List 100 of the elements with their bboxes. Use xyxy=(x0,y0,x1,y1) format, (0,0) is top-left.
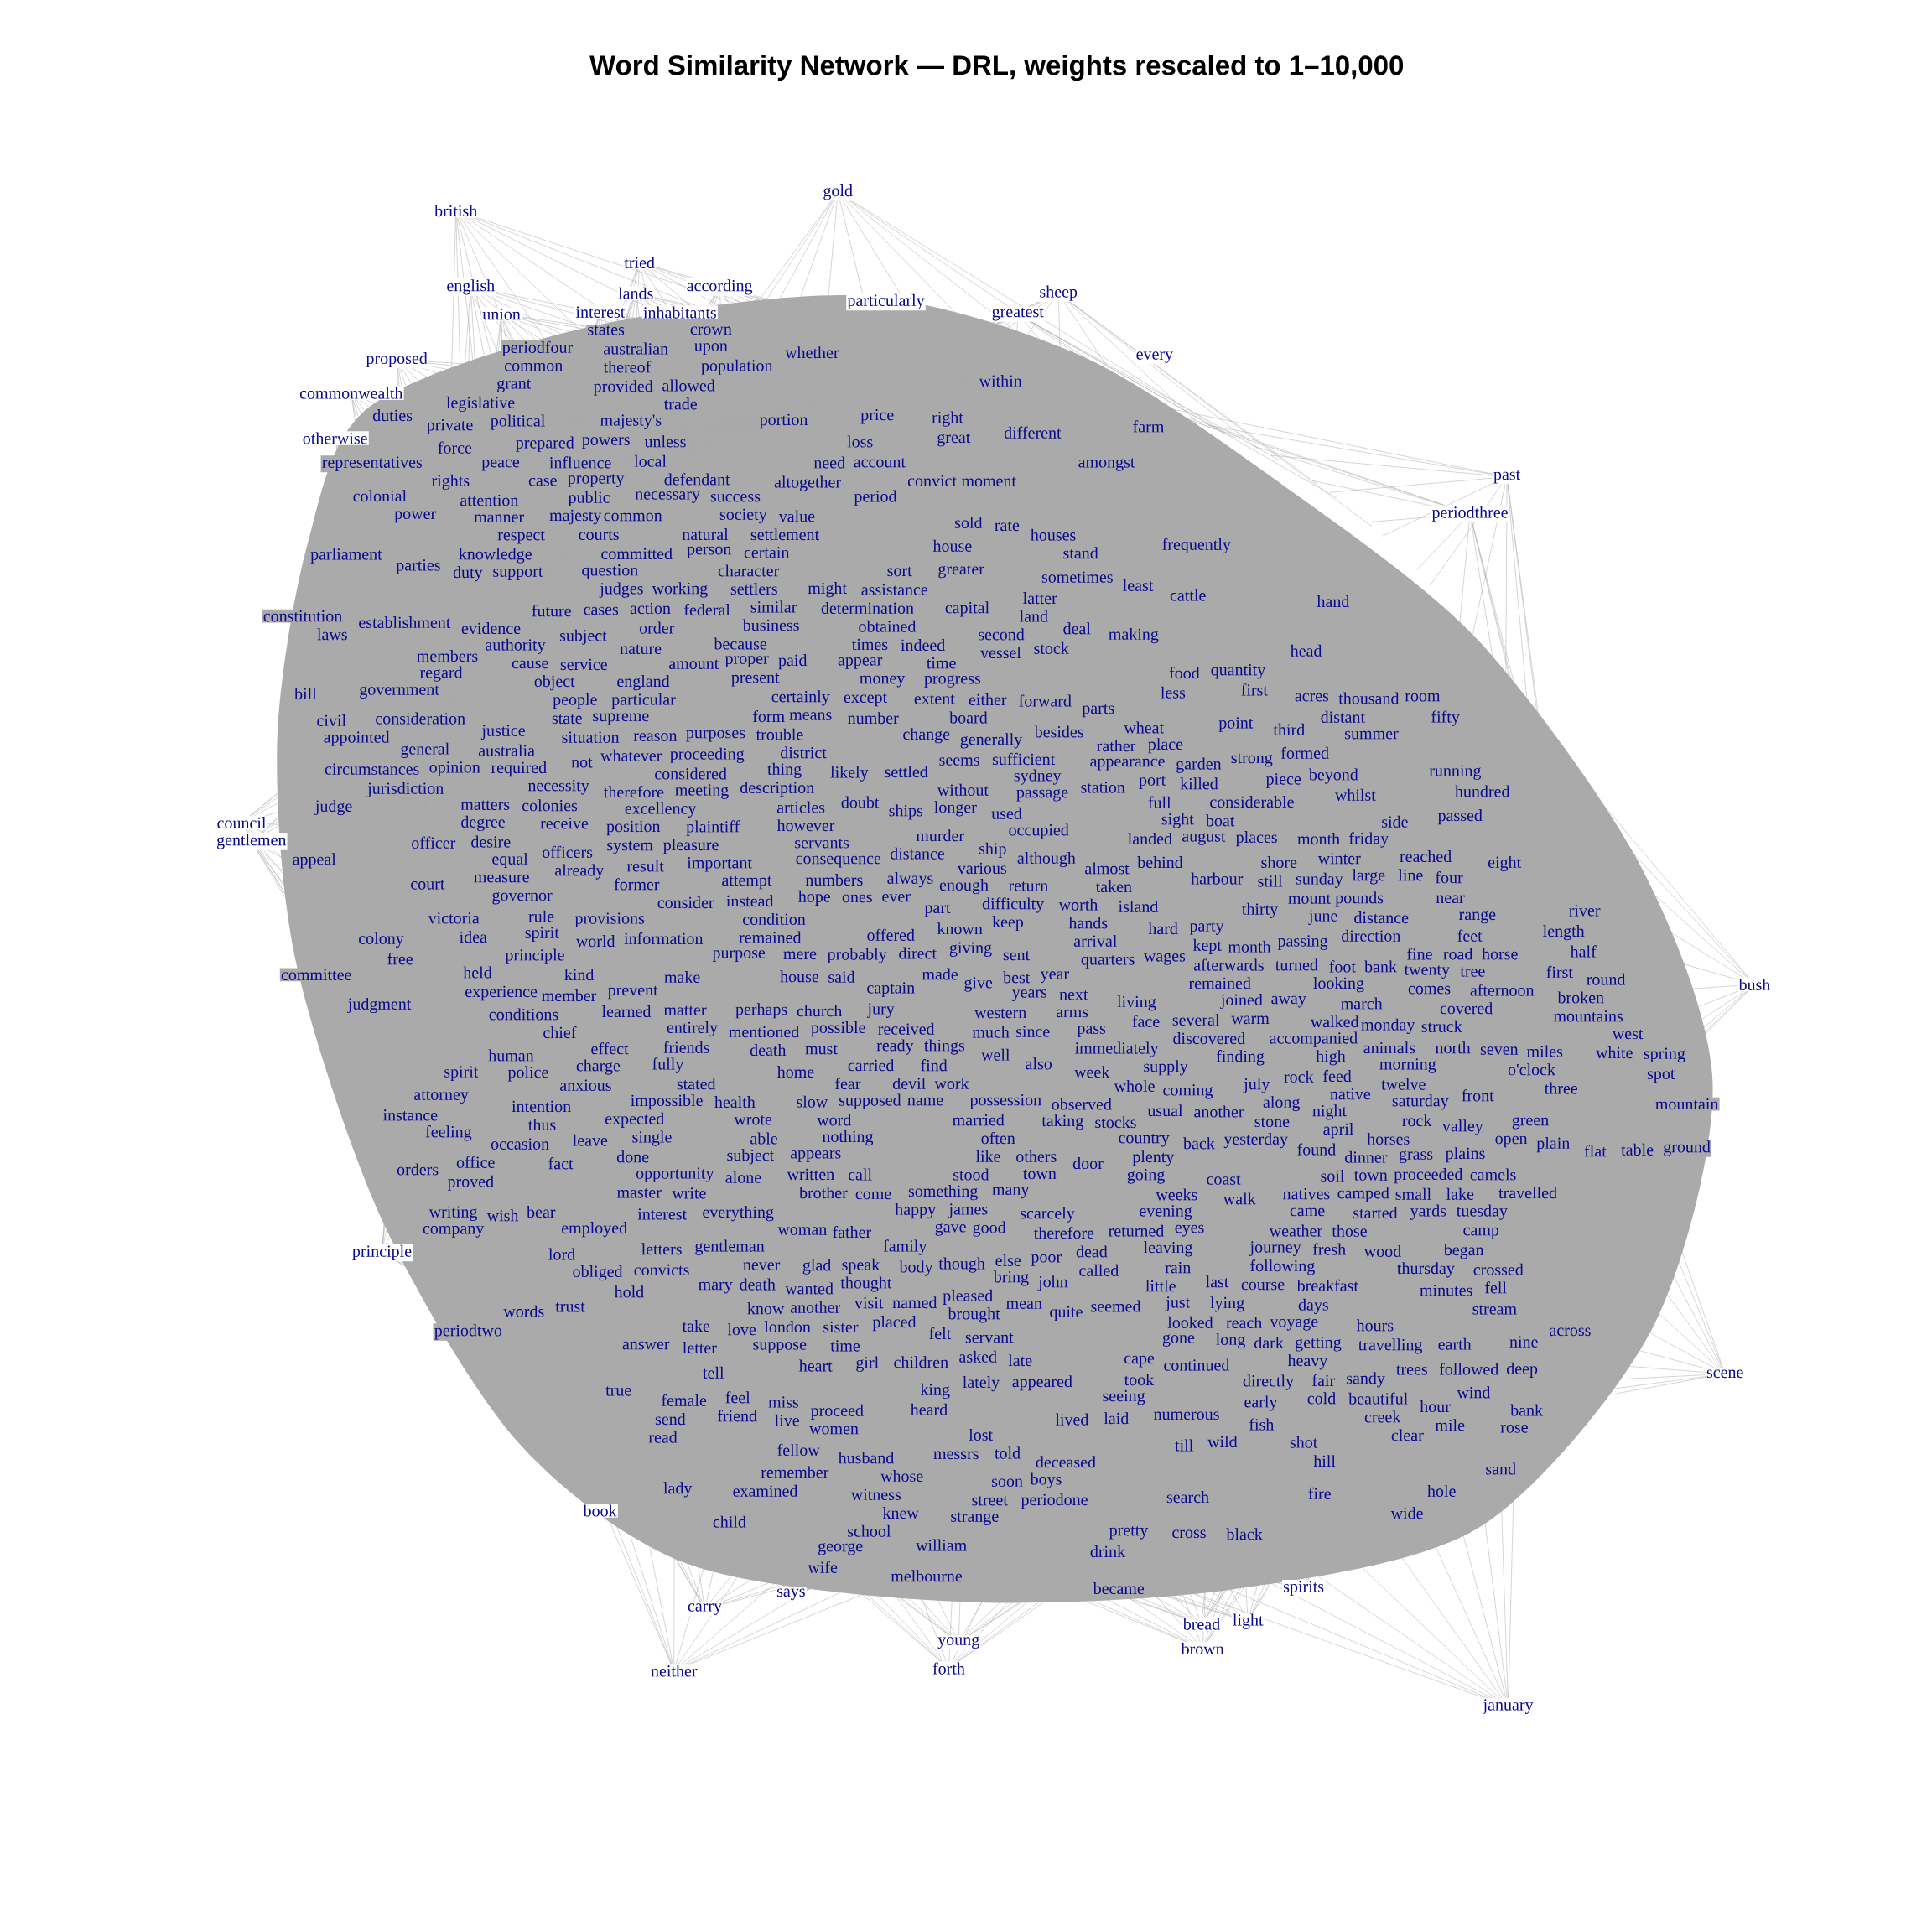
word-label: crown xyxy=(688,325,734,336)
word-label: wish xyxy=(486,1208,520,1223)
word-label: speak xyxy=(840,1257,881,1275)
word-label: probably xyxy=(826,947,888,965)
word-label: o'clock xyxy=(1506,1062,1557,1077)
word-label: june xyxy=(1307,909,1339,927)
word-label: living xyxy=(1115,995,1157,1012)
word-label: circumstances xyxy=(323,762,421,776)
word-label: young xyxy=(937,1635,981,1650)
word-label: court xyxy=(409,879,446,891)
word-label: possession xyxy=(969,1093,1043,1110)
word-label: supply xyxy=(1142,1059,1189,1077)
word-label: beautiful xyxy=(1347,1391,1410,1405)
word-label: deal xyxy=(1062,621,1093,636)
word-label: matter xyxy=(662,1005,708,1017)
word-label: journey xyxy=(1249,1240,1302,1258)
word-label: expected xyxy=(604,1111,666,1130)
word-label: seeing xyxy=(1101,1389,1146,1406)
word-label: family xyxy=(881,1239,928,1256)
word-label: pounds xyxy=(1334,891,1385,908)
word-label: directly xyxy=(1241,1374,1296,1391)
word-label: opportunity xyxy=(634,1166,715,1184)
word-label: light xyxy=(1231,1613,1265,1630)
word-label: scarcely xyxy=(1019,1206,1076,1223)
word-label: change xyxy=(901,726,952,745)
word-label: different xyxy=(1002,425,1062,440)
word-label: spirits xyxy=(1282,1580,1326,1597)
word-label: british xyxy=(433,204,479,218)
word-label: hands xyxy=(1067,916,1109,930)
word-label: particularly xyxy=(846,293,926,311)
word-label: order xyxy=(637,621,676,635)
word-label: quantity xyxy=(1209,662,1267,680)
word-label: arms xyxy=(1054,1008,1090,1019)
word-label: assistance xyxy=(860,583,929,597)
word-label: australian xyxy=(602,341,670,356)
word-label: means xyxy=(788,711,834,722)
word-label: authority xyxy=(484,637,547,656)
word-label: gentlemen xyxy=(215,833,288,850)
word-label: word xyxy=(816,1113,853,1127)
word-label: thousand xyxy=(1337,691,1400,705)
word-label: beyond xyxy=(1307,767,1359,785)
word-label: business xyxy=(741,618,801,632)
word-label: except xyxy=(842,692,889,708)
word-label: writing xyxy=(428,1205,479,1223)
word-label: told xyxy=(993,1446,1022,1460)
word-label: never xyxy=(741,1261,782,1272)
word-label: melbourne xyxy=(890,1569,963,1583)
word-label: spring xyxy=(1642,1046,1687,1064)
word-label: laws xyxy=(315,627,349,641)
word-label: greater xyxy=(937,564,986,579)
word-label: manner xyxy=(472,513,526,524)
word-label: neither xyxy=(649,1664,699,1678)
word-label: length xyxy=(1541,923,1586,942)
word-label: wheat xyxy=(1123,720,1166,735)
word-label: death xyxy=(738,1277,777,1291)
word-label: though xyxy=(937,1256,987,1274)
word-label: important xyxy=(686,855,754,873)
word-label: cold xyxy=(1306,1391,1337,1405)
word-label: otherwise xyxy=(301,431,369,445)
word-label: garden xyxy=(1175,756,1223,774)
word-label: already xyxy=(553,863,605,880)
word-label: killed xyxy=(1178,776,1219,791)
word-label: another xyxy=(1192,1104,1245,1119)
word-label: spirit xyxy=(523,926,561,943)
word-label: able xyxy=(749,1131,779,1145)
word-label: fresh xyxy=(1311,1242,1348,1256)
word-label: fully xyxy=(651,1057,685,1074)
word-label: certainly xyxy=(770,689,831,707)
word-label: distance xyxy=(889,846,946,860)
word-label: mount xyxy=(1286,893,1332,906)
word-label: worth xyxy=(1057,897,1099,911)
word-label: since xyxy=(1014,1025,1052,1039)
word-label: proposed xyxy=(365,351,428,369)
word-label: north xyxy=(1434,1041,1472,1055)
word-label: camels xyxy=(1468,1167,1518,1182)
word-label: degree xyxy=(460,814,506,833)
word-label: periodtwo xyxy=(433,1323,504,1341)
word-label: parliament xyxy=(309,547,383,564)
word-label: mean xyxy=(1005,1300,1044,1311)
word-label: continued xyxy=(1162,1358,1231,1372)
word-label: ones xyxy=(840,893,874,904)
title: Word Similarity Network — DRL, weights rescaled to 1–10,000 xyxy=(589,55,1404,81)
word-label: reason xyxy=(632,732,678,743)
word-label: found xyxy=(1296,1142,1337,1156)
word-label: formed xyxy=(1280,745,1331,761)
word-label: supposed xyxy=(838,1093,902,1110)
word-label: opinion xyxy=(428,760,481,777)
word-label: besides xyxy=(1033,724,1085,739)
word-label: leaving xyxy=(1142,1240,1194,1258)
word-label: strange xyxy=(949,1511,1000,1527)
word-label: occupied xyxy=(1007,823,1070,840)
word-label: soon xyxy=(989,1478,1025,1488)
word-label: captain xyxy=(865,981,917,998)
word-label: attorney xyxy=(413,1089,470,1105)
word-label: provided xyxy=(592,379,654,397)
word-label: dead xyxy=(1074,1244,1109,1259)
word-label: house xyxy=(778,969,820,984)
word-label: inhabitants xyxy=(641,305,718,319)
word-label: getting xyxy=(1294,1335,1343,1353)
word-label: best xyxy=(1001,970,1031,984)
